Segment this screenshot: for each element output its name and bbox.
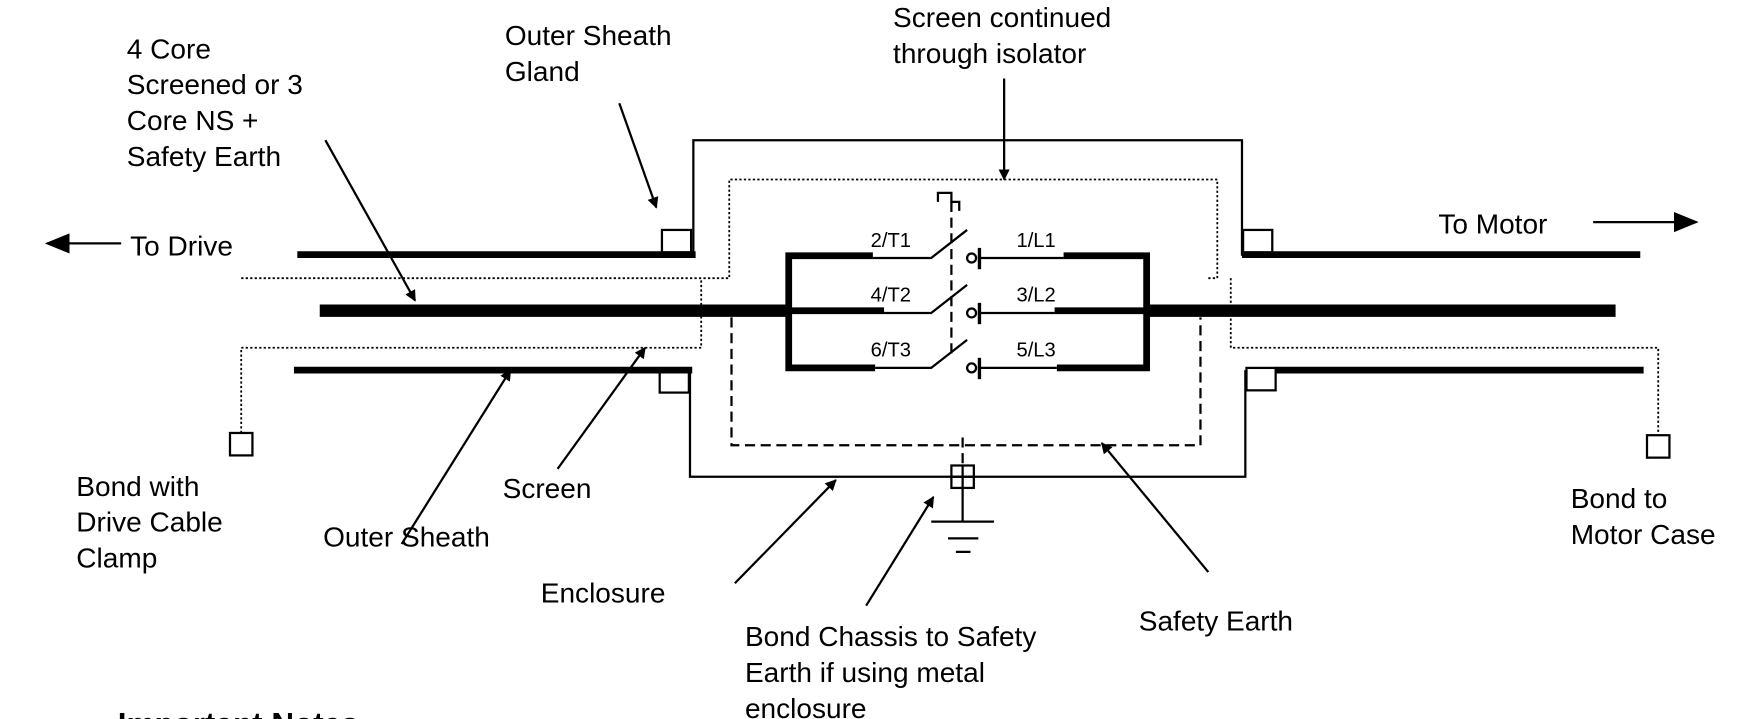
svg-text:enclosure: enclosure bbox=[745, 693, 867, 719]
safety-earth-label: Safety Earth bbox=[1139, 605, 1293, 636]
svg-text:Bond to: Bond to bbox=[1571, 483, 1668, 514]
svg-text:Screened or 3: Screened or 3 bbox=[127, 69, 303, 100]
to-motor-label: To Motor bbox=[1438, 208, 1547, 239]
terminal-3l2: 3/L2 bbox=[1016, 285, 1055, 307]
svg-text:Clamp: Clamp bbox=[76, 543, 157, 574]
svg-text:Outer Sheath: Outer Sheath bbox=[505, 20, 672, 51]
gland-label: Outer Sheath Gland bbox=[505, 20, 672, 87]
enclosure-label: Enclosure bbox=[541, 577, 666, 608]
svg-text:Gland: Gland bbox=[505, 56, 580, 87]
terminal-5l3: 5/L3 bbox=[1016, 340, 1055, 362]
bond-drive-label: Bond with Drive Cable Clamp bbox=[76, 471, 222, 574]
svg-text:Motor Case: Motor Case bbox=[1571, 519, 1716, 550]
svg-text:Safety Earth: Safety Earth bbox=[127, 141, 281, 172]
outer-sheath-lines bbox=[293, 251, 1644, 374]
bond-motor-label: Bond to Motor Case bbox=[1571, 483, 1716, 550]
bond-chassis-label: Bond Chassis to Safety Earth if using me… bbox=[745, 621, 1036, 719]
screen-label: Screen bbox=[503, 473, 592, 504]
cable-label: 4 Core Screened or 3 Core NS + Safety Ea… bbox=[127, 33, 303, 172]
outer-sheath-label: Outer Sheath bbox=[323, 521, 490, 552]
isolator: 2/T1 4/T2 6/T3 1/L1 3/L2 5/L3 bbox=[785, 191, 1150, 380]
bond-motor-square bbox=[1645, 434, 1671, 459]
svg-text:Core NS +: Core NS + bbox=[127, 105, 259, 136]
terminal-6t3: 6/T3 bbox=[871, 340, 911, 362]
svg-text:Bond with: Bond with bbox=[76, 471, 199, 502]
leader-arrows bbox=[44, 78, 1699, 607]
svg-text:Drive Cable: Drive Cable bbox=[76, 507, 222, 538]
screen-lines bbox=[228, 178, 1671, 459]
svg-text:through isolator: through isolator bbox=[893, 38, 1086, 69]
earth-symbol bbox=[931, 437, 995, 553]
terminal-2t1: 2/T1 bbox=[871, 230, 911, 252]
bond-drive-square bbox=[228, 431, 254, 457]
svg-text:Bond Chassis to Safety: Bond Chassis to Safety bbox=[745, 621, 1036, 652]
screen-continued-label: Screen continued through isolator bbox=[893, 2, 1111, 69]
svg-text:Earth if using metal: Earth if using metal bbox=[745, 657, 985, 688]
important-notes-heading: Important Notes bbox=[118, 707, 359, 719]
terminal-1l1: 1/L1 bbox=[1016, 230, 1055, 252]
svg-text:Screen continued: Screen continued bbox=[893, 2, 1111, 33]
terminal-4t2: 4/T2 bbox=[871, 285, 911, 307]
to-drive-label: To Drive bbox=[130, 231, 233, 262]
svg-text:4 Core: 4 Core bbox=[127, 33, 211, 64]
safety-earth-line bbox=[730, 317, 1202, 447]
